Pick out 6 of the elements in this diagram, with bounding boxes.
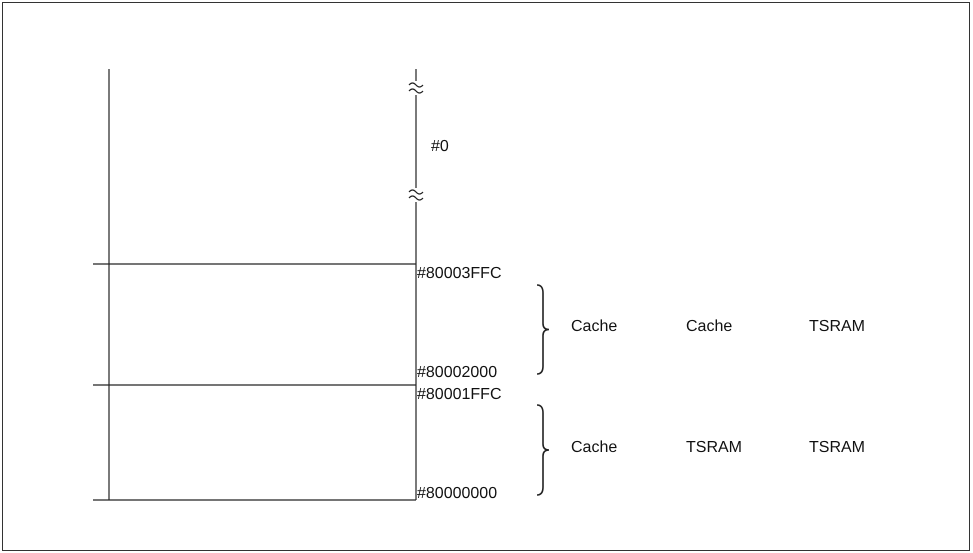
memory-type-label: TSRAM (809, 319, 865, 335)
memory-type-label: TSRAM (809, 440, 865, 456)
memory-type-label: Cache (571, 440, 618, 456)
memory-type-label: TSRAM (686, 440, 742, 456)
memory-type-label: Cache (571, 319, 618, 335)
memory-type-label: Cache (686, 319, 732, 335)
